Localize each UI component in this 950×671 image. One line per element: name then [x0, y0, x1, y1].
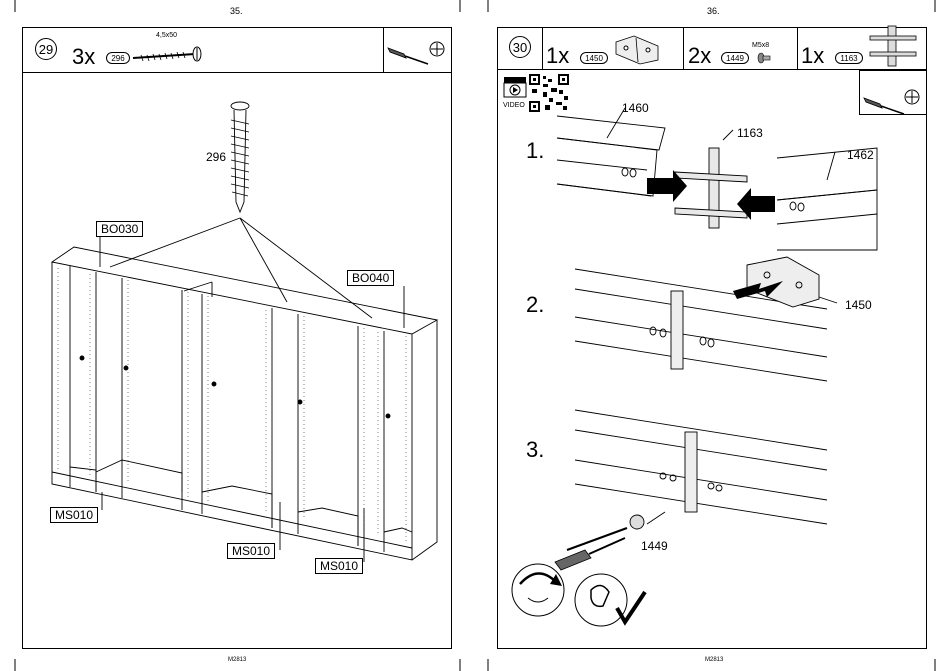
page-footer: M2813: [228, 657, 246, 663]
part-label-bo040: BO040: [347, 270, 394, 286]
part-quantity: 3x: [72, 46, 95, 68]
step1-rail-illustration: [497, 100, 927, 250]
page-number: 36.: [707, 6, 720, 16]
part-id: 296: [106, 52, 130, 64]
part-label-ms010-right: MS010: [315, 558, 363, 574]
part-label-1450: 1450: [845, 298, 872, 312]
part-size: 4,5x50: [156, 32, 177, 39]
wardrobe-illustration: [22, 72, 452, 647]
phillips-head-icon: [428, 40, 446, 58]
step-header-divider-v: [383, 27, 384, 72]
step2-rail-illustration: [497, 255, 927, 385]
bracket-plate-icon: [614, 34, 662, 64]
part-quantity: 2x: [688, 45, 711, 67]
part-id: 1450: [580, 52, 608, 64]
part-id: 1449: [721, 52, 749, 64]
part-label-ms010-middle: MS010: [227, 543, 275, 559]
step-number: 29: [35, 38, 57, 60]
part-label-ms010-left: MS010: [50, 507, 98, 523]
rail-connector-icon: [866, 24, 922, 68]
step-header-divider-v1: [542, 27, 543, 69]
part-label-1462: 1462: [847, 148, 874, 162]
video-icon[interactable]: [503, 76, 527, 98]
part-label-1163: 1163: [737, 126, 763, 140]
part-quantity: 1x: [801, 45, 824, 67]
step-number: 30: [509, 36, 531, 58]
page-footer: M2813: [705, 657, 723, 663]
screwdriver-icon: [388, 44, 430, 66]
bolt-icon: [757, 52, 771, 64]
correct-check-icon: [573, 570, 653, 630]
step-header-divider-v3: [797, 27, 798, 69]
part-size: M5x8: [752, 42, 769, 49]
screw-part-icon: [133, 44, 213, 64]
part-label-1460: 1460: [622, 101, 649, 115]
part-id: 1163: [835, 52, 863, 64]
part-label-bo030: BO030: [96, 221, 143, 237]
rotate-direction-icon: [508, 560, 568, 620]
page-number: 35.: [230, 6, 243, 16]
part-quantity: 1x: [546, 45, 569, 67]
screw-callout-label: 296: [206, 150, 226, 164]
part-label-1449: 1449: [641, 539, 668, 553]
step-header-divider-v2: [683, 27, 684, 69]
